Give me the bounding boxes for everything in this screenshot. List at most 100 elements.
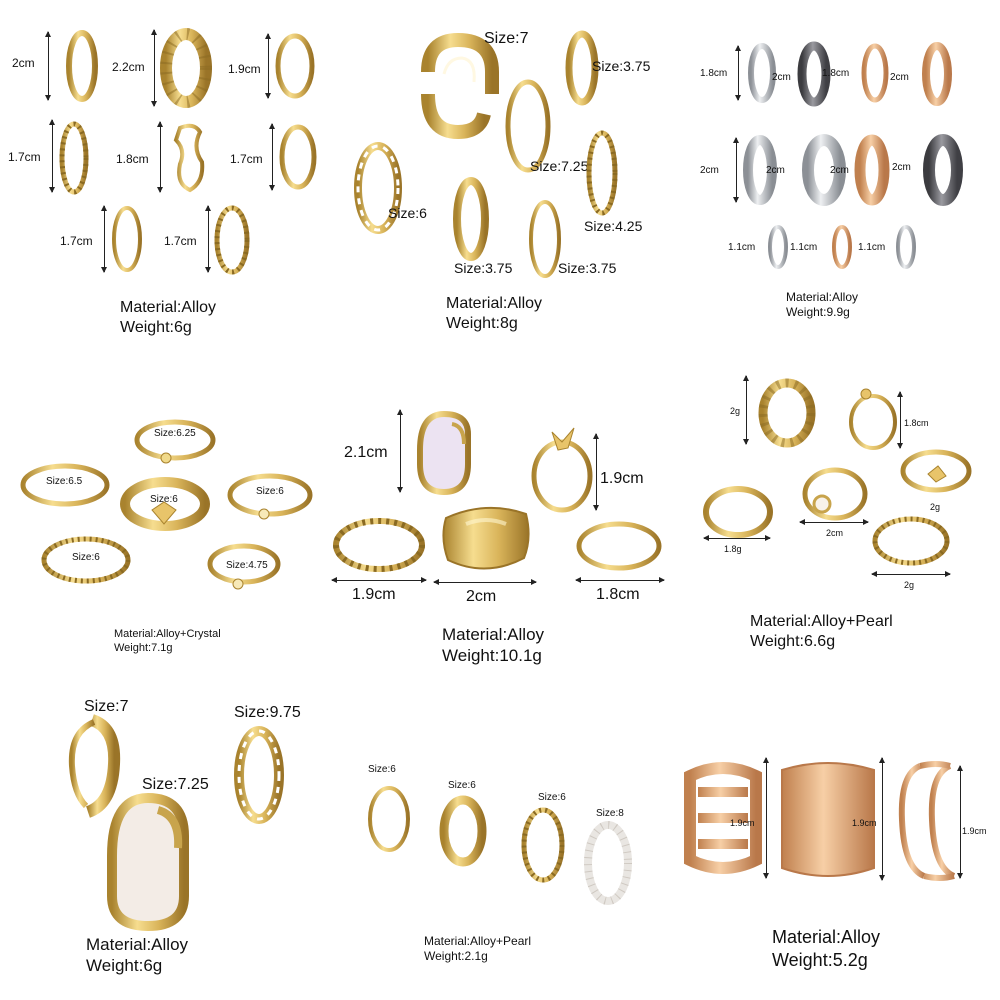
size-label: Size:7 — [84, 698, 129, 715]
ring-star-crystal — [207, 543, 281, 590]
material-text: Material:Alloy+Crystal — [114, 628, 221, 640]
dimension-label: 1.9cm — [962, 826, 987, 836]
ring-silver — [748, 43, 776, 103]
ring-cuban-chain — [684, 762, 762, 874]
dimension-label: 1.9cm — [352, 586, 396, 603]
ring-white-enamel-wide — [107, 792, 189, 932]
material-text: Material:Alloy — [86, 935, 189, 954]
dimension-arrow — [957, 765, 963, 879]
size-label: Size:3.75 — [558, 260, 617, 276]
dimension-arrow — [871, 571, 951, 577]
dimension-arrow — [101, 205, 107, 273]
size-label: Size:3.75 — [454, 260, 513, 276]
material-text: Material:Alloy — [120, 299, 217, 316]
ring-flower-crystal — [227, 473, 313, 520]
dimension-arrow — [265, 33, 271, 99]
dimension-arrow — [897, 391, 903, 449]
weight-text: Weight:6g — [86, 956, 163, 976]
product-specs: Material:Alloy+Pearl Weight:2.1g — [424, 934, 531, 964]
dimension-label: 1.8cm — [596, 586, 640, 603]
dimension-label: 2cm — [466, 588, 497, 605]
product-specs: Material:Alloy Weight:6g — [86, 934, 188, 977]
dimension-arrow — [433, 579, 537, 585]
dimension-label: 2.2cm — [112, 60, 145, 74]
ring-crystal-thin — [20, 463, 110, 507]
size-label: Size:6 — [448, 780, 476, 791]
ring-rose-wide — [854, 134, 890, 206]
dimension-arrow — [45, 31, 51, 101]
size-label: Size:6 — [388, 205, 427, 221]
ring-butterfly-band — [120, 477, 210, 531]
size-label: Size:7.25 — [530, 158, 589, 174]
dimension-arrow — [743, 375, 749, 445]
weight-text: Weight:9.9g — [786, 305, 850, 319]
weight-text: Weight:6g — [120, 319, 192, 336]
dimension-label: 1.8cm — [116, 152, 149, 166]
size-label: Size:6.25 — [154, 428, 196, 439]
size-label: Size:9.75 — [234, 704, 301, 721]
product-specs: Material:Alloy Weight:9.9g — [786, 290, 858, 320]
ring-thin-band — [505, 79, 551, 173]
dimension-label: 1.7cm — [164, 234, 197, 248]
product-specs: Material:Alloy Weight:5.2g — [772, 926, 880, 971]
product-specs: Material:Alloy Weight:8g — [446, 294, 542, 334]
ring-mini-silver — [896, 225, 916, 269]
ring-thin-twist — [368, 786, 410, 852]
ring-flower-thin — [849, 388, 897, 450]
material-text: Material:Alloy+Pearl — [424, 934, 532, 948]
dimension-arrow — [735, 45, 741, 101]
dimension-label: 1.8g — [724, 544, 742, 554]
size-label: Size:4.25 — [584, 218, 643, 234]
material-text: Material:Alloy+Pearl — [750, 613, 893, 630]
product-specs: Material:Alloy Weight:6g — [120, 298, 216, 338]
ring-pearl — [802, 467, 868, 521]
ring-narrow-gold — [565, 30, 599, 106]
ring-rope-gold — [214, 205, 250, 275]
ring-hammered-gold — [279, 124, 317, 190]
dimension-arrow — [879, 757, 885, 881]
ring-twisted-gold — [586, 130, 618, 216]
ring-wide-cuff — [781, 762, 875, 877]
product-specs: Material:Alloy+Pearl Weight:6.6g — [750, 612, 893, 652]
ring-double-line-open — [898, 761, 956, 881]
dimension-label: 2cm — [830, 165, 849, 176]
dimension-label: 2g — [904, 580, 915, 590]
ring-rose-band — [922, 42, 952, 106]
dimension-arrow — [763, 757, 769, 879]
dimension-label: 1.8cm — [822, 68, 850, 79]
dimension-arrow — [799, 519, 869, 525]
size-label: Size:6 — [72, 552, 100, 563]
ring-beaded-gold — [160, 28, 212, 108]
ring-gunmetal — [797, 41, 831, 107]
dimension-arrow — [575, 577, 665, 583]
dimension-label: 2.1cm — [344, 444, 388, 461]
size-label: Size:7.25 — [142, 776, 209, 793]
dimension-arrow — [593, 433, 599, 511]
ring-band-gold — [453, 177, 489, 261]
size-label: Size:4.75 — [226, 560, 268, 571]
dimension-label: 2cm — [892, 162, 911, 173]
dimension-arrow — [397, 409, 403, 493]
material-text: Material:Alloy — [786, 290, 859, 304]
ring-double-band-gold — [421, 32, 499, 140]
ring-band-plain — [439, 795, 487, 867]
ring-twist-open — [68, 714, 121, 818]
dimension-label: 2cm — [12, 56, 35, 70]
dimension-label: 1.9cm — [730, 818, 755, 828]
size-label: Size:7 — [484, 30, 529, 47]
dimension-arrow — [269, 123, 275, 191]
ring-butterfly-thin — [531, 427, 593, 513]
ring-rope-twist — [521, 807, 565, 883]
ring-thin-gold — [66, 30, 98, 102]
dimension-arrow — [733, 137, 739, 203]
weight-text: Weight:7.1g — [114, 641, 173, 654]
material-text: Material:Alloy — [442, 625, 545, 644]
ring-mini-silver — [768, 225, 788, 269]
dimension-arrow — [157, 121, 163, 193]
dimension-label: 1.9cm — [228, 62, 261, 76]
dimension-label: 1.7cm — [230, 152, 263, 166]
ring-butterfly-gold — [900, 449, 972, 493]
dimension-label: 2cm — [772, 72, 791, 83]
ring-pearl-beaded — [584, 821, 632, 905]
dimension-arrow — [331, 577, 427, 583]
